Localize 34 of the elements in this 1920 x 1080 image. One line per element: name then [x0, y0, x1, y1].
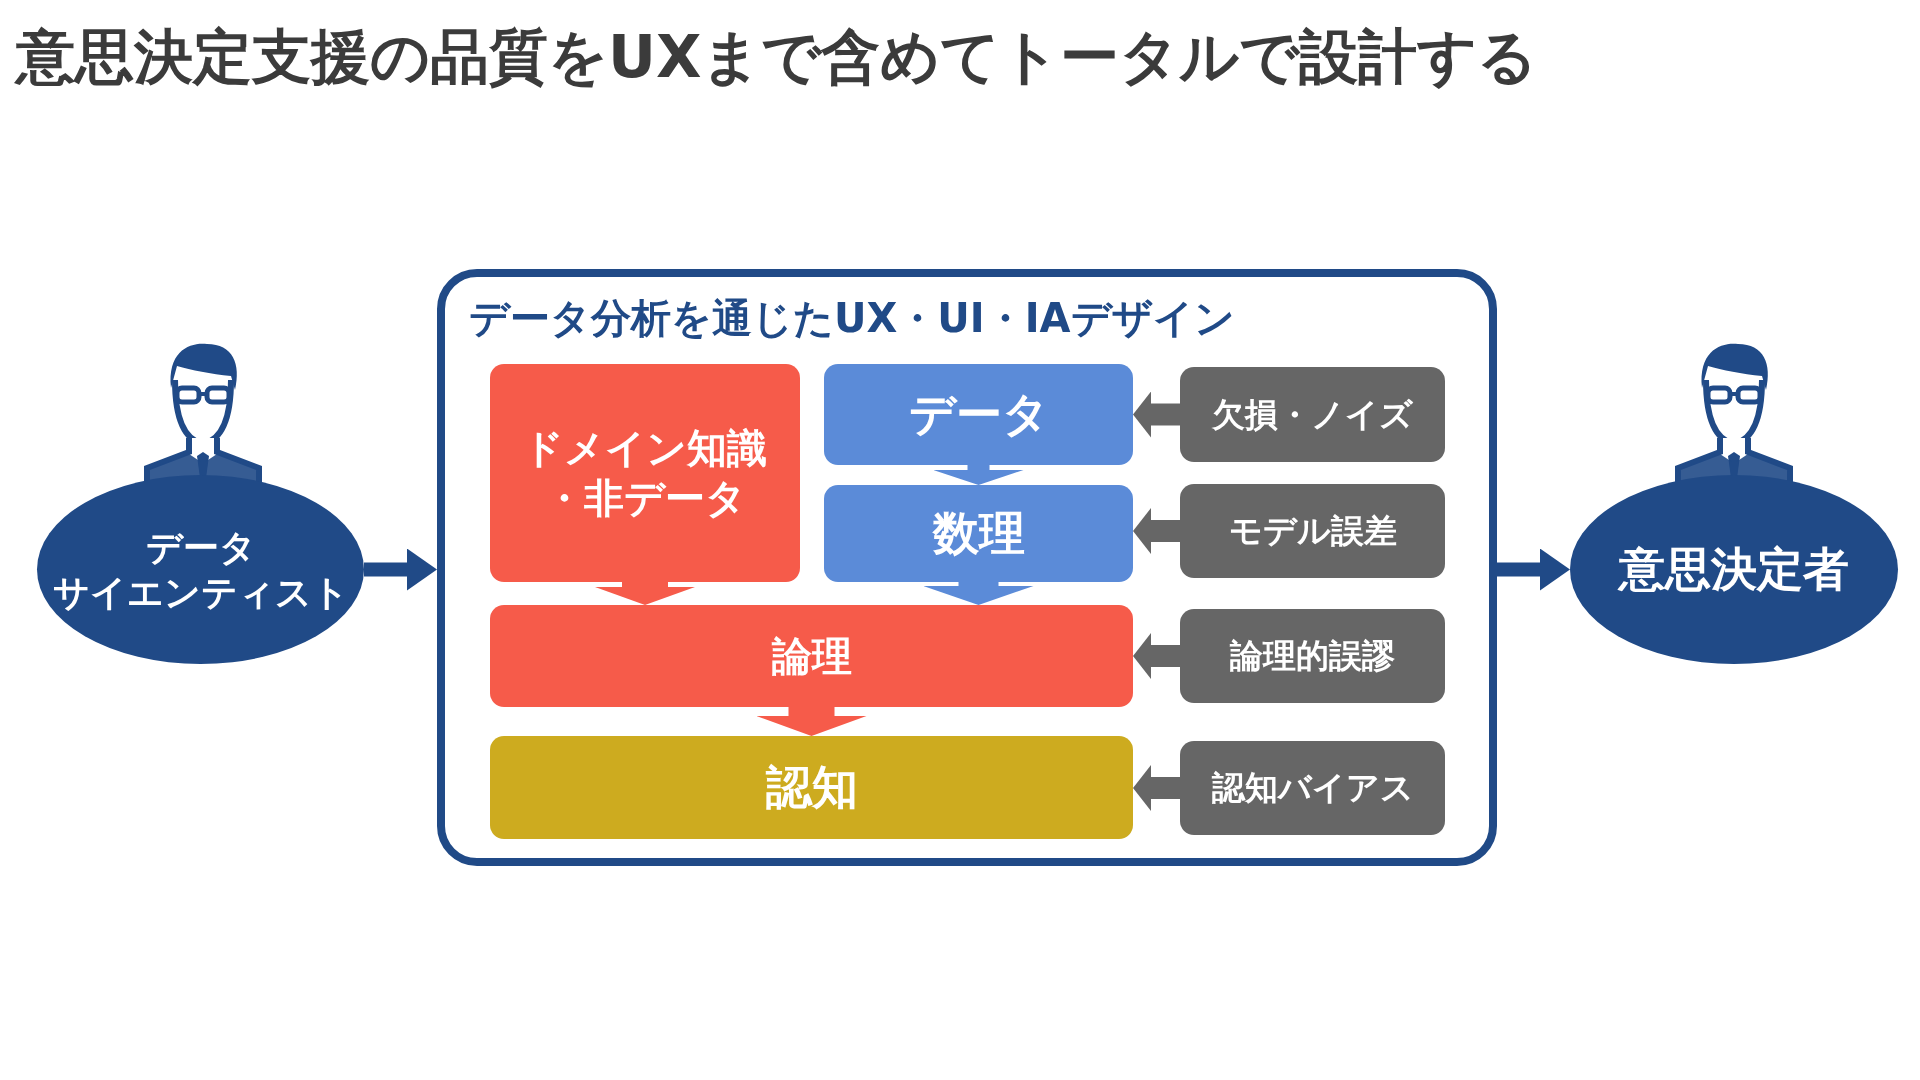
issue-box: [1180, 367, 1445, 462]
block-arrow: [595, 582, 695, 605]
node-label: 意思決定者: [1619, 540, 1849, 598]
node-label: 認知バイアス: [1211, 767, 1414, 809]
node-label: モデル誤差: [1228, 510, 1397, 552]
node-label: サイエンティスト: [52, 570, 349, 615]
block-arrow: [756, 707, 867, 736]
node-label: 数理: [932, 504, 1025, 562]
node-label: ドメイン知識・非データ: [522, 424, 768, 523]
process-box: [490, 364, 800, 582]
block-arrow: [1133, 765, 1180, 811]
block-arrow: [364, 548, 437, 591]
block-arrow: [923, 582, 1034, 605]
node-label: 欠損・ノイズ: [1212, 393, 1413, 436]
block-arrow: [1133, 391, 1180, 438]
node-label: 論理: [771, 632, 852, 681]
issue-box: [1180, 609, 1445, 703]
block-arrow: [1497, 548, 1570, 591]
group-heading: データ分析を通じたUX・UI・IAデザイン: [469, 294, 1235, 343]
process-box: [824, 485, 1133, 582]
group-frame: [437, 269, 1497, 866]
node-label: 認知: [765, 758, 858, 816]
block-arrow: [1133, 508, 1180, 554]
node-label: データ: [908, 385, 1049, 443]
issue-box: [1180, 741, 1445, 835]
page-title: 意思決定支援の品質をUXまで含めてトータルで設計する: [16, 21, 1538, 93]
block-arrow: [1133, 633, 1180, 679]
block-arrow: [933, 465, 1024, 485]
issue-box: [1180, 484, 1445, 578]
process-box: [490, 736, 1133, 839]
process-box: [824, 364, 1133, 465]
node-label: 論理的誤謬: [1230, 635, 1395, 677]
process-box: [490, 605, 1133, 707]
node-label: データ: [145, 525, 256, 570]
